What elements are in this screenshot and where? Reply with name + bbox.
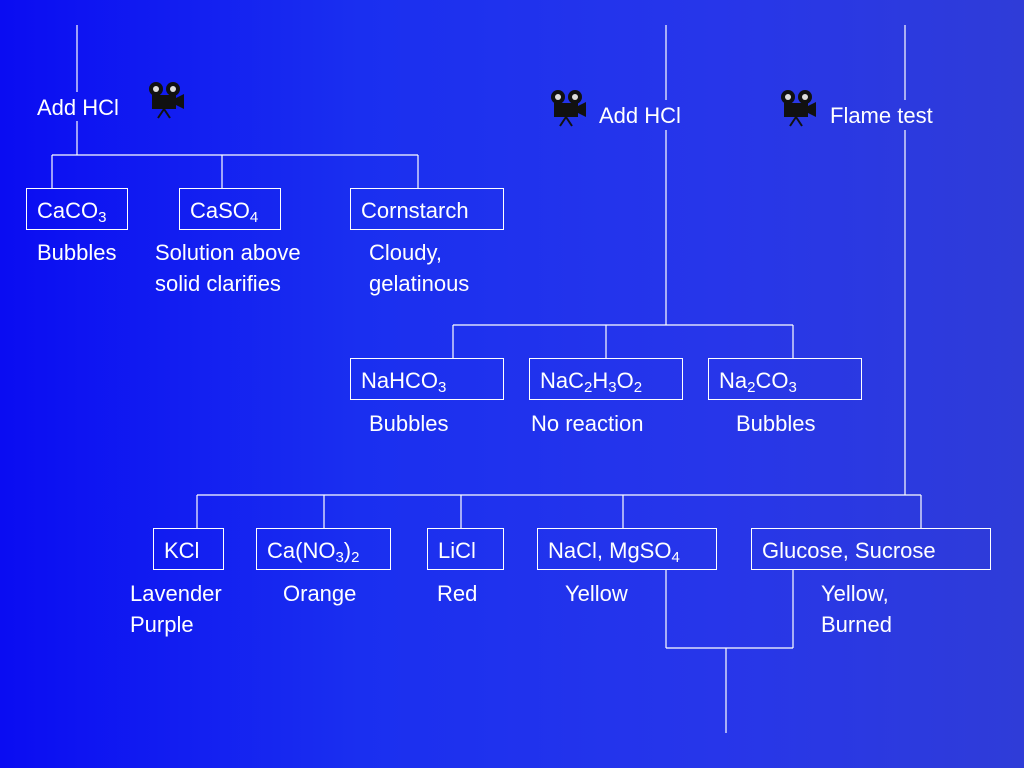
step-left-label: Add HCl <box>37 95 119 120</box>
compound-box-caco3: CaCO3 <box>26 188 128 230</box>
step-middle-label: Add HCl <box>599 103 681 128</box>
result-kcl-line2: Purple <box>130 612 194 637</box>
compound-box-licl: LiCl <box>427 528 504 570</box>
compound-box-caso4: CaSO4 <box>179 188 281 230</box>
compound-box-nac2h3o2: NaC2H3O2 <box>529 358 683 400</box>
result-kcl-line1: Lavender <box>130 581 222 606</box>
compound-box-nahco3: NaHCO3 <box>350 358 504 400</box>
compound-box-cano3: Ca(NO3)2 <box>256 528 391 570</box>
result-nacl-mgso4: Yellow <box>565 581 628 606</box>
result-glucose-line2: Burned <box>821 612 892 637</box>
movie-camera-icon[interactable] <box>548 88 588 128</box>
result-cornstarch-line2: gelatinous <box>369 271 470 296</box>
compound-box-nacl-mgso4: NaCl, MgSO4 <box>537 528 717 570</box>
result-na2co3: Bubbles <box>736 411 816 436</box>
compound-box-na2co3: Na2CO3 <box>708 358 862 400</box>
result-cornstarch-line1: Cloudy, <box>369 240 442 265</box>
result-caco3: Bubbles <box>37 240 117 265</box>
movie-camera-icon[interactable] <box>146 80 186 120</box>
compound-box-kcl: KCl <box>153 528 224 570</box>
result-licl: Red <box>437 581 478 606</box>
compound-box-glucose-sucrose: Glucose, Sucrose <box>751 528 991 570</box>
step-right-label: Flame test <box>830 103 933 128</box>
result-caso4-line1: Solution above <box>155 240 301 265</box>
result-nahco3: Bubbles <box>369 411 449 436</box>
result-caso4-line2: solid clarifies <box>155 271 281 296</box>
result-nac2h3o2: No reaction <box>531 411 644 436</box>
compound-box-cornstarch: Cornstarch <box>350 188 504 230</box>
result-cano3: Orange <box>283 581 357 606</box>
movie-camera-icon[interactable] <box>778 88 818 128</box>
result-glucose-line1: Yellow, <box>821 581 889 606</box>
